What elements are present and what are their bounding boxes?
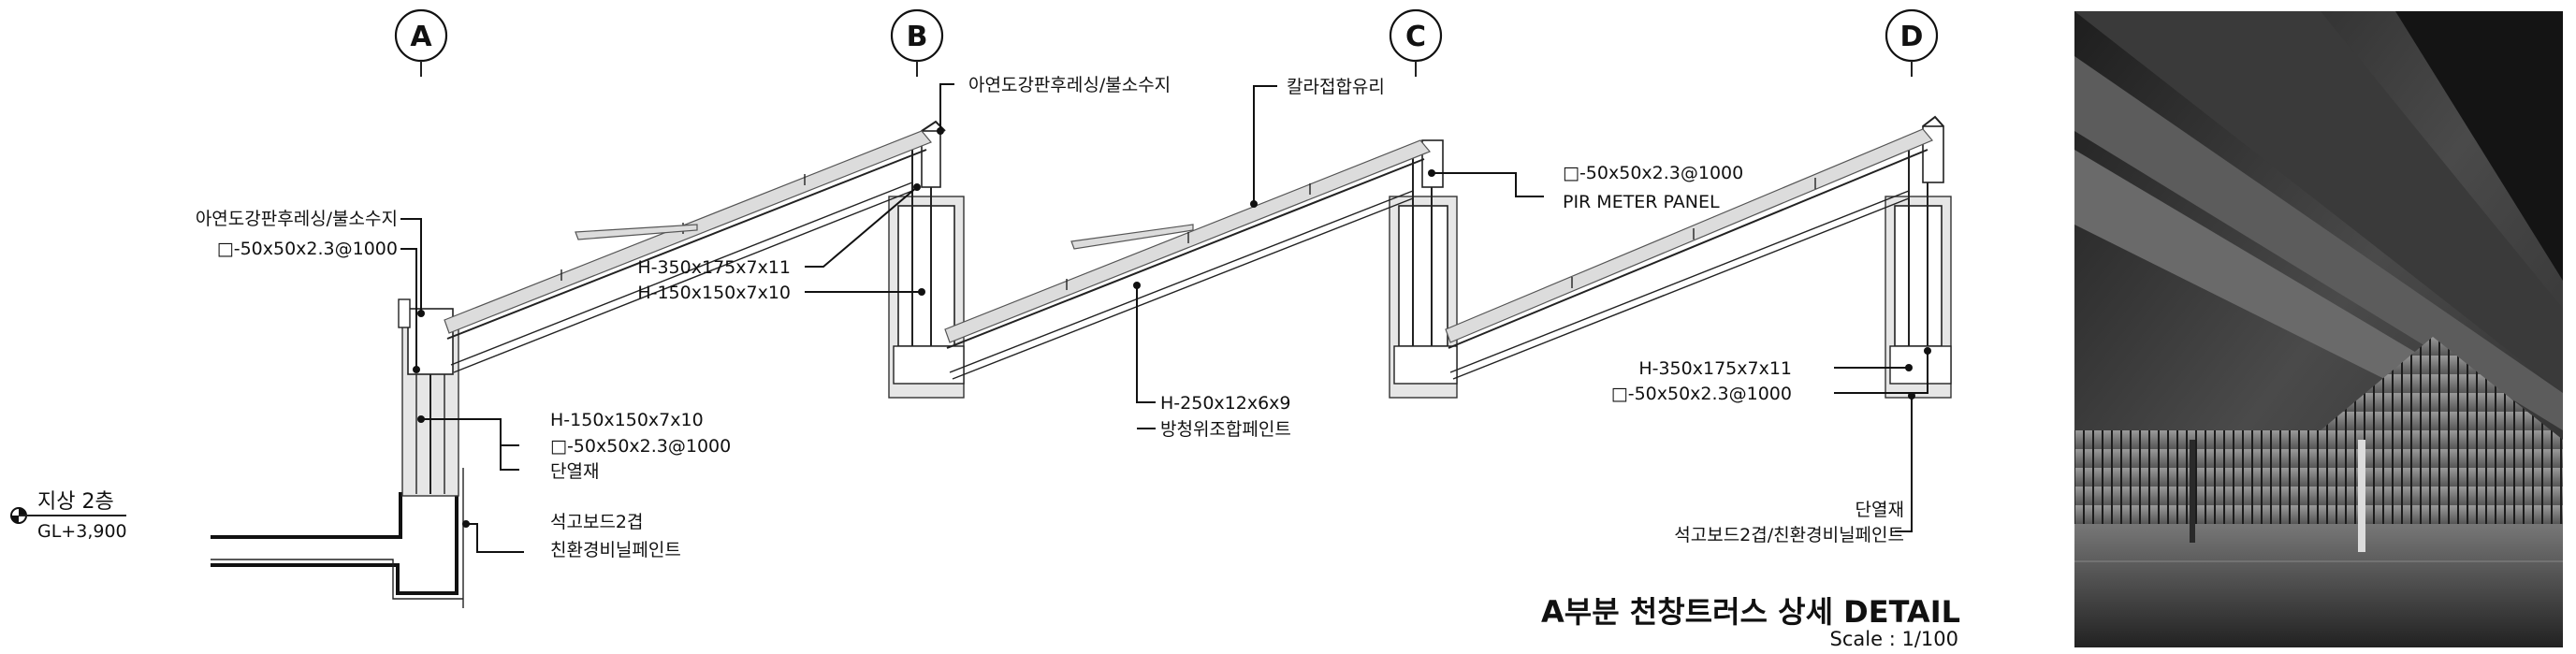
label-d-pipe: □-50x50x2.3@1000 — [1611, 384, 1792, 404]
grid-bubble-d: D — [1885, 8, 1939, 77]
label-a-board: 석고보드2겹 — [550, 512, 644, 532]
annotation-a-left: 아연도강판후레싱/불소수지 □-50x50x2.3@1000 — [196, 209, 425, 373]
annotation-d: H-350x175x7x11 □-50x50x2.3@1000 단열재 석고보드… — [1611, 347, 1931, 545]
label-c-beam: H-250x12x6x9 — [1160, 393, 1291, 414]
floor-slab — [211, 468, 464, 608]
label-d-beam: H-350x175x7x11 — [1638, 358, 1792, 379]
drawing-title: A부분 천창트러스 상세 DETAIL — [1541, 594, 1960, 630]
label-a-roof-finish: 아연도강판후레싱/불소수지 — [196, 209, 398, 229]
label-c-glass: 칼라접합유리 — [1287, 77, 1385, 97]
label-c-panel: PIR METER PANEL — [1563, 192, 1720, 212]
wall-c — [1389, 139, 1458, 399]
label-b-finish: 아연도강판후레싱/불소수지 — [968, 75, 1171, 95]
roof-segment-2 — [944, 139, 1431, 380]
grid-bubble-a: A — [394, 8, 448, 77]
roof-segment-1 — [444, 130, 932, 373]
roof-segment-3 — [1445, 128, 1933, 380]
label-b-col: H-150x150x7x10 — [637, 283, 791, 303]
annotation-a-right: H-150x150x7x10 □-50x50x2.3@1000 단열재 석고보드… — [417, 410, 731, 560]
label-a-insul: 단열재 — [550, 461, 599, 482]
label-a-roof-pipe: □-50x50x2.3@1000 — [217, 239, 398, 259]
label-c-paint: 방청위조합페인트 — [1160, 419, 1291, 440]
label-d-insul: 단열재 — [1856, 500, 1904, 520]
grid-label-c: C — [1405, 21, 1426, 53]
wall-d — [1885, 115, 1952, 399]
title-block: A부분 천창트러스 상세 DETAIL Scale : 1/100 — [1541, 594, 1960, 650]
grid-label-d: D — [1900, 21, 1924, 53]
annotation-c: 칼라접합유리 H-250x12x6x9 방청위조합페인트 □-50x50x2.3… — [1133, 77, 1743, 440]
level-marker: 지상 2층 GL+3,900 — [10, 490, 127, 542]
drawing-scale: Scale : 1/100 — [1830, 628, 1958, 650]
grid-bubble-c: C — [1389, 8, 1443, 77]
level-elevation: GL+3,900 — [37, 521, 127, 542]
wall-b — [888, 120, 965, 399]
level-name: 지상 2층 — [37, 490, 114, 514]
interior-photo — [2074, 11, 2563, 647]
label-a-paint: 친환경비닐페인트 — [550, 540, 681, 560]
label-b-beam: H-350x175x7x11 — [637, 257, 791, 278]
grid-bubble-b: B — [890, 8, 944, 77]
grid-label-a: A — [410, 21, 432, 53]
label-c-pipe: □-50x50x2.3@1000 — [1563, 163, 1743, 183]
annotation-b: 아연도강판후레싱/불소수지 H-350x175x7x11 H-150x150x7… — [637, 75, 1171, 303]
grid-label-b: B — [907, 21, 928, 53]
label-d-board: 석고보드2겹/친환경비닐페인트 — [1674, 525, 1904, 545]
label-a-pipe: □-50x50x2.3@1000 — [550, 436, 731, 457]
label-a-col: H-150x150x7x10 — [550, 410, 704, 430]
